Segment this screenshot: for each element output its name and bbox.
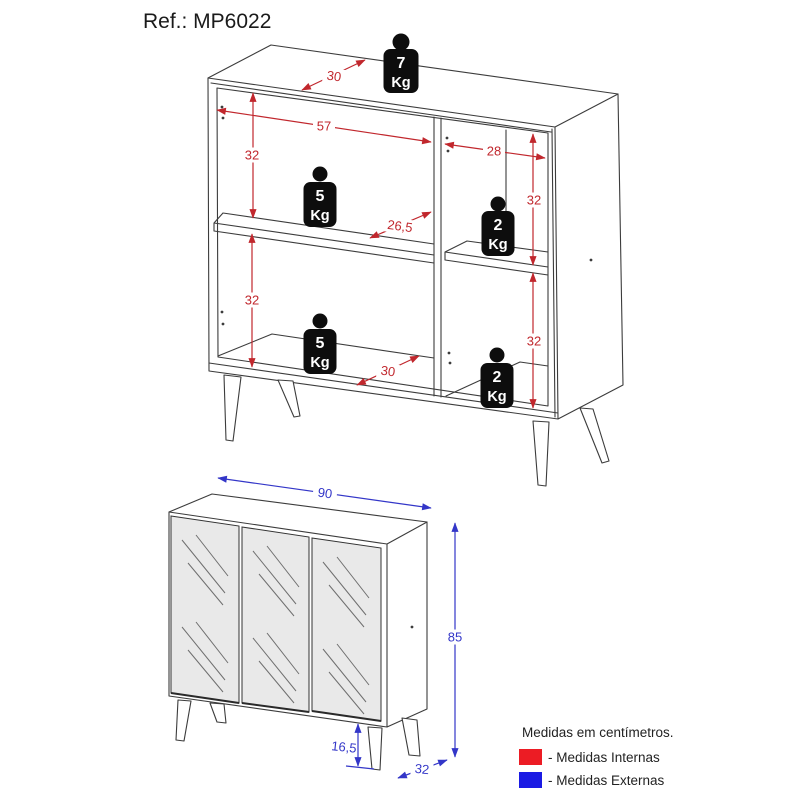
dim-shelf-depth-label: 26,5 — [386, 217, 413, 235]
leg — [209, 702, 227, 724]
legend-external-label: - Medidas Externas — [548, 773, 665, 788]
dim-bottom-depth-label: 30 — [380, 363, 396, 380]
dim-left-upper-height: 32 — [241, 147, 263, 163]
legend: Medidas em centímetros. - Medidas Intern… — [519, 725, 674, 788]
dim-top-depth: 30 — [322, 67, 346, 85]
top-view-diagram: 30 57 28 32 32 26,5 — [207, 33, 624, 487]
weight-icon-7kg: 7 Kg — [383, 33, 419, 93]
weight-icon-2kg-right-shelf: 2 Kg — [481, 196, 515, 256]
leg — [579, 407, 610, 464]
dim-width-label: 90 — [317, 485, 333, 502]
leg — [175, 699, 192, 742]
dim-depth: 32 — [410, 760, 434, 778]
dim-top-depth-label: 30 — [326, 68, 342, 85]
legend-units-note: Medidas em centímetros. — [522, 725, 674, 740]
mirror-doors — [170, 515, 382, 722]
dim-inner-width-right-label: 28 — [487, 144, 501, 159]
legend-external-swatch — [519, 772, 542, 788]
weight-value: 5 — [316, 188, 325, 205]
weight-icon-2kg-bottom: 2 Kg — [480, 347, 514, 408]
dim-leg-height-label: 16,5 — [331, 738, 358, 756]
dim-right-upper-height: 32 — [523, 192, 545, 208]
leg — [223, 374, 242, 442]
dim-depth-label: 32 — [414, 761, 430, 777]
dim-left-upper-height-label: 32 — [245, 148, 259, 163]
external-dimensions: 90 85 16,5 32 — [217, 475, 466, 779]
weight-value: 7 — [397, 55, 406, 72]
dim-right-lower-height: 32 — [523, 333, 545, 349]
weight-unit: Kg — [310, 208, 329, 224]
leg — [401, 717, 421, 757]
weight-value: 5 — [316, 335, 325, 352]
dim-right-lower-height-label: 32 — [527, 334, 541, 349]
weight-icon-5kg-shelf: 5 Kg — [303, 166, 337, 227]
front-view-diagram: 90 85 16,5 32 — [168, 475, 466, 779]
weight-value: 2 — [494, 217, 503, 234]
weight-unit: Kg — [310, 355, 329, 371]
dim-inner-width-left: 57 — [313, 118, 335, 134]
weight-value: 2 — [493, 369, 502, 386]
leg — [277, 379, 301, 418]
leg — [532, 420, 550, 487]
dim-inner-width-right: 28 — [483, 143, 505, 159]
dim-right-upper-height-label: 32 — [527, 193, 541, 208]
legend-internal-swatch — [519, 749, 542, 765]
legend-internal-label: - Medidas Internas — [548, 750, 660, 765]
dim-inner-width-left-label: 57 — [317, 119, 331, 134]
dim-left-lower-height: 32 — [241, 292, 263, 308]
dim-height-label: 85 — [448, 630, 462, 645]
weight-unit: Kg — [391, 75, 410, 91]
mirror-door-left — [170, 515, 240, 704]
weight-unit: Kg — [488, 237, 507, 253]
weight-unit: Kg — [487, 389, 506, 405]
dim-left-lower-height-label: 32 — [245, 293, 259, 308]
mirror-door-middle — [241, 526, 310, 713]
dim-leg-height: 16,5 — [331, 738, 358, 756]
leg — [367, 726, 383, 771]
dim-bottom-depth: 30 — [376, 362, 400, 380]
page-title: Ref.: MP6022 — [143, 10, 271, 33]
weight-icon-5kg-bottom: 5 Kg — [303, 313, 337, 374]
internal-dimensions: 30 57 28 32 32 26,5 — [216, 59, 546, 409]
dim-shelf-depth: 26,5 — [382, 216, 418, 236]
dim-height: 85 — [444, 629, 466, 645]
dim-width: 90 — [312, 483, 338, 503]
